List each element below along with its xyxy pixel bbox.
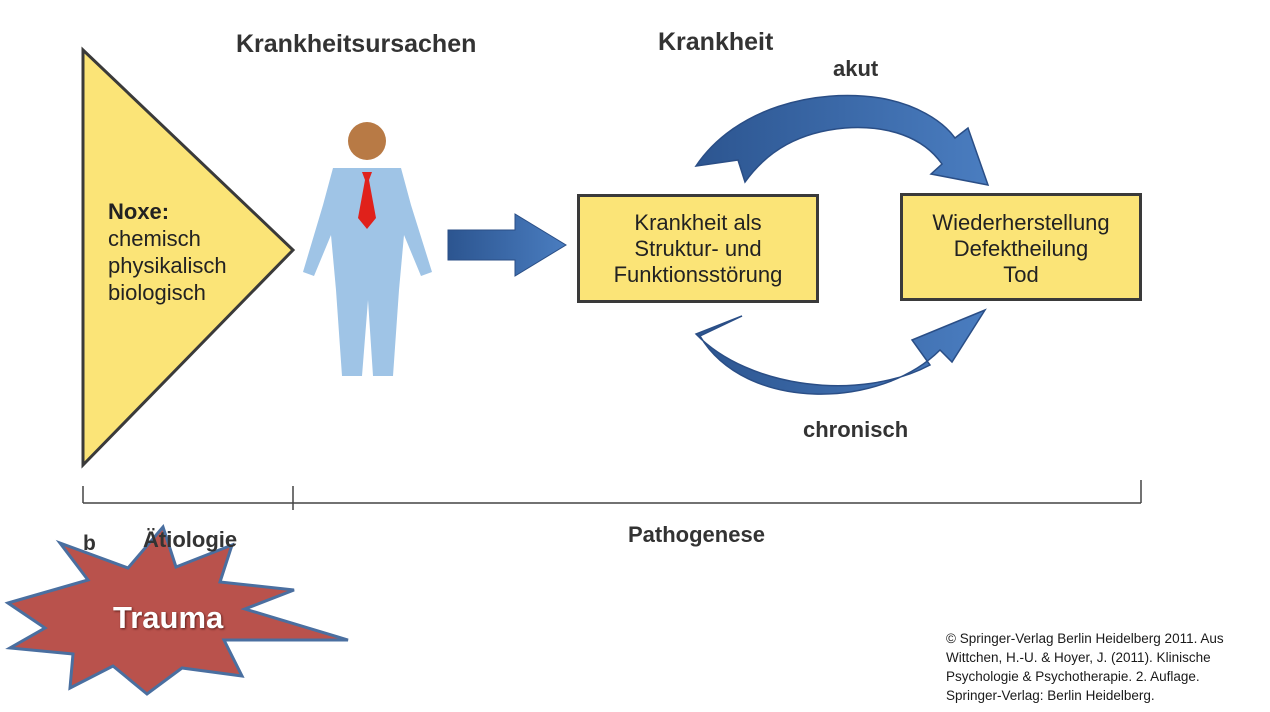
citation-line: Springer-Verlag: Berlin Heidelberg. (946, 688, 1155, 703)
outcome-box-line: Tod (1003, 262, 1039, 287)
noxe-title: Noxe: (108, 199, 170, 224)
trauma-starburst-icon (4, 523, 349, 696)
etiology-label: Ätiologie (143, 527, 238, 552)
disease-heading: Krankheit (658, 28, 774, 56)
noxe-triangle (81, 46, 296, 469)
disease-box: Krankheit als Struktur- und Funktionsstö… (577, 194, 819, 303)
noxe-line: chemisch (108, 226, 201, 251)
person-icon (303, 122, 432, 376)
pathogenesis-label: Pathogenese (628, 522, 765, 547)
chronic-curved-arrow-icon (694, 308, 987, 395)
citation-line: © Springer-Verlag Berlin Heidelberg 2011… (946, 631, 1224, 646)
outcome-box-line: Defektheilung (953, 236, 1089, 261)
disease-box-line: Funktionsstörung (613, 261, 783, 287)
outcome-box: Wiederherstellung Defektheilung Tod (900, 193, 1142, 301)
citation-line: Psychologie & Psychotherapie. 2. Auflage… (946, 669, 1200, 684)
disease-box-line: Krankheit als (634, 209, 762, 235)
noxe-text: Noxe: chemisch physikalisch biologisch (108, 198, 227, 306)
causes-heading: Krankheitsursachen (236, 30, 477, 58)
acute-curved-arrow-icon (694, 94, 990, 186)
chronic-label: chronisch (803, 417, 909, 442)
trauma-label: Trauma (113, 600, 224, 635)
noxe-line: biologisch (108, 280, 206, 305)
citation-line: Wittchen, H.-U. & Hoyer, J. (2011). Klin… (946, 650, 1211, 665)
acute-label: akut (833, 56, 879, 81)
disease-box-line: Struktur- und (634, 235, 762, 261)
right-arrow-icon (447, 213, 567, 277)
phase-bracket (82, 480, 1142, 510)
outcome-box-line: Wiederherstellung (932, 210, 1110, 235)
panel-letter: b (83, 532, 96, 555)
noxe-line: physikalisch (108, 253, 227, 278)
citation: © Springer-Verlag Berlin Heidelberg 2011… (946, 629, 1266, 705)
